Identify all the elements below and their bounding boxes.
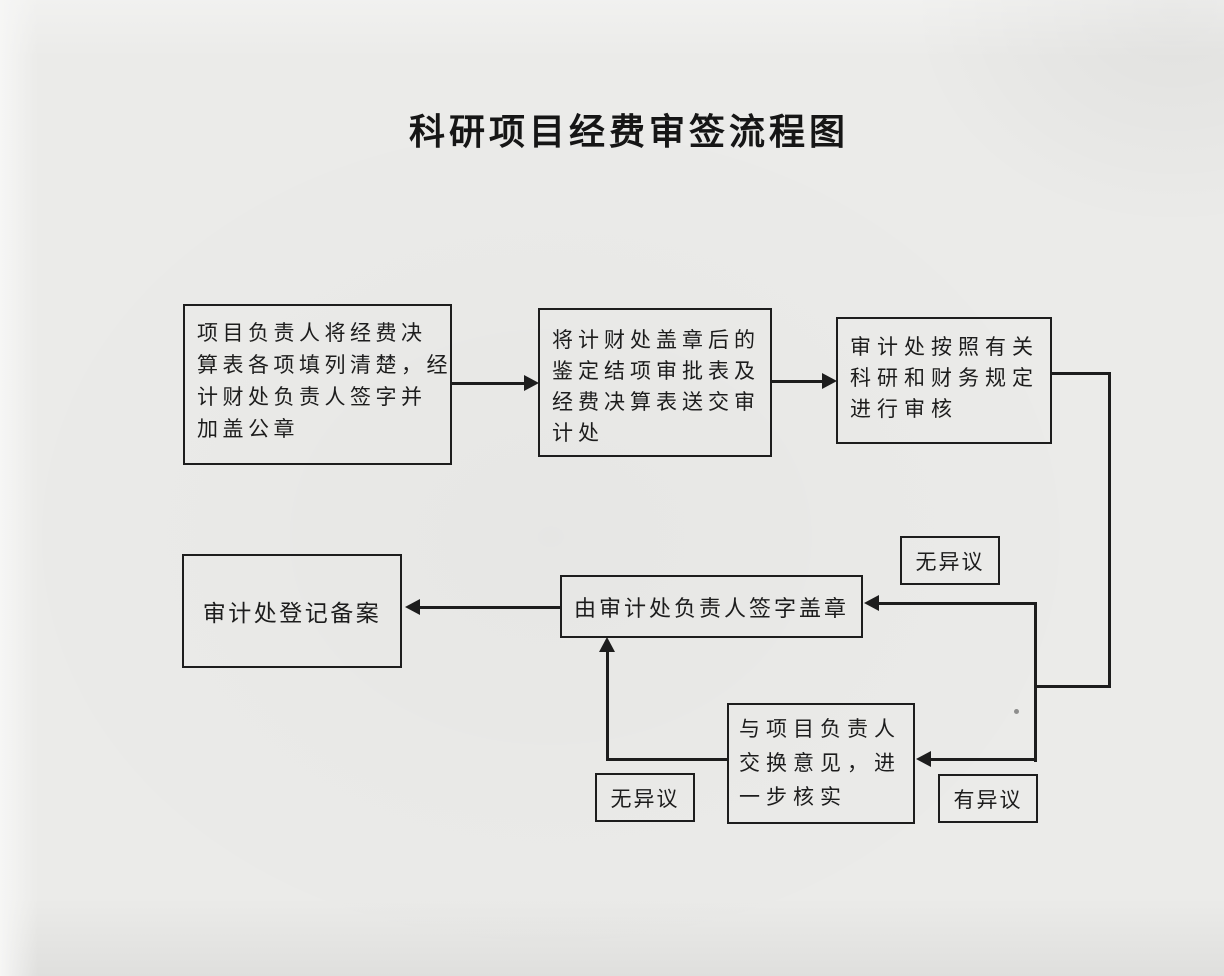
node-exchange-opinions: 与项目负责人 交换意见，进 一步核实: [727, 703, 915, 824]
arrowhead-right-icon: [822, 373, 837, 389]
connector-review-exit: [1052, 372, 1110, 375]
node-text-line: 加盖公章: [197, 417, 299, 441]
label-text: 无异议: [915, 549, 985, 574]
node-text-line: 科研和财务规定: [850, 366, 1039, 390]
node-sign-and-seal: 由审计处负责人签字盖章: [560, 575, 863, 638]
node-text-line: 鉴定结项审批表及: [552, 359, 760, 383]
label-objection: 有异议: [938, 774, 1038, 823]
node-audit-review: 审计处按照有关 科研和财务规定 进行审核: [836, 317, 1052, 444]
node-text-line: 项目负责人将经费决: [197, 321, 427, 345]
connector-fill-to-submit: [452, 382, 526, 385]
connector-branch-vertical: [1034, 602, 1037, 762]
node-text-line: 审计处按照有关: [850, 335, 1039, 359]
node-register-for-record: 审计处登记备案: [182, 554, 402, 668]
arrowhead-left-icon: [405, 599, 420, 615]
node-text: 审计处登记备案: [202, 601, 382, 626]
page-title: 科研项目经费审签流程图: [408, 112, 849, 152]
label-no-objection-lower: 无异议: [595, 773, 695, 822]
node-text-line: 计财处负责人签字并: [197, 385, 427, 409]
connector-exchange-exit: [607, 758, 727, 761]
node-text-line: 交换意见，进: [739, 751, 901, 775]
label-text: 有异议: [953, 787, 1023, 812]
arrowhead-left-icon: [864, 595, 879, 611]
node-text-line: 与项目负责人: [739, 717, 901, 741]
node-text-line: 算表各项填列清楚，经: [197, 353, 452, 377]
node-text-line: 计处: [552, 421, 604, 445]
connector-exchange-up: [606, 651, 609, 761]
node-text-line: 进行审核: [850, 397, 958, 421]
node-text-line: 经费决算表送交审: [552, 390, 760, 414]
label-no-objection-upper: 无异议: [900, 536, 1000, 585]
connector-objection-to-exchange: [930, 758, 1036, 761]
node-fill-expense-form: 项目负责人将经费决 算表各项填列清楚，经 计财处负责人签字并 加盖公章: [183, 304, 452, 465]
arrowhead-right-icon: [524, 375, 539, 391]
connector-no-objection-to-sign: [879, 602, 1036, 605]
connector-submit-to-review: [772, 380, 824, 383]
node-text-line: 将计财处盖章后的: [552, 328, 760, 352]
arrowhead-left-icon: [916, 751, 931, 767]
arrowhead-up-icon: [599, 637, 615, 652]
node-text-line: 一步核实: [739, 785, 847, 809]
connector-branch-feed: [1035, 685, 1111, 688]
connector-sign-to-register: [419, 606, 560, 609]
connector-right-vertical: [1108, 372, 1111, 688]
node-submit-to-audit-office: 将计财处盖章后的 鉴定结项审批表及 经费决算表送交审 计处: [538, 308, 772, 457]
label-text: 无异议: [610, 786, 680, 811]
node-text: 由审计处负责人签字盖章: [573, 595, 849, 621]
scan-speck: [1014, 709, 1019, 714]
